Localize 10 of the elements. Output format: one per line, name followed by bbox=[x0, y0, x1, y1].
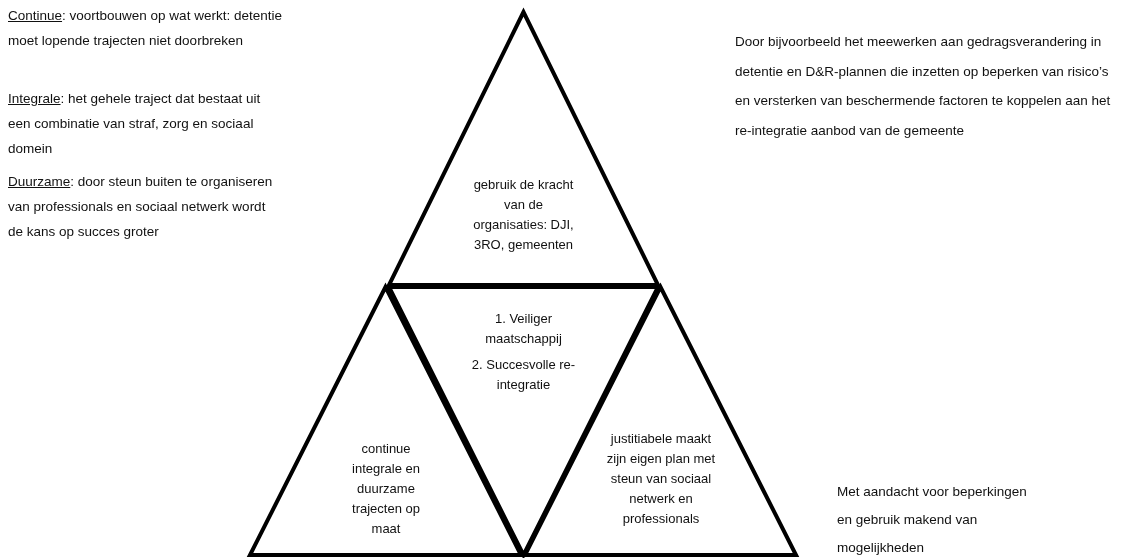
triangle-text: continue integrale en duurzame trajecten op maat bbox=[351, 440, 421, 538]
note-text: Duurzame: door steun buiten te organiseren van professionals en sociaal netwerk wordt de kans op succes groter bbox=[8, 173, 274, 241]
triangle-text: 2. Succesvolle re-integratie bbox=[470, 356, 577, 394]
triangle-text: 1. Veiliger maatschappij bbox=[484, 310, 563, 348]
note-text: Door bijvoorbeeld het meewerken aan gedragsverandering in detentie en D&R-plannen die inzetten op beperken van risico’s en versterken van beschermende factoren te koppelen aan het re-integratie aanbod van de gemeente bbox=[735, 33, 1112, 140]
note-text: Integrale: het gehele traject dat bestaat uit een combinatie van straf, zorg en sociaal domein bbox=[8, 90, 262, 158]
note-text: Met aandacht voor beperkingen en gebruik makend van mogelijkheden bbox=[837, 483, 1028, 557]
note-text: Continue: voortbouwen op wat werkt: detentie moet lopende trajecten niet doorbreken bbox=[8, 7, 283, 50]
triangle-text: gebruik de kracht van de organisaties: DJI, 3RO, gemeenten bbox=[472, 176, 575, 254]
triangle-text: justitiabele maakt zijn eigen plan met steun van sociaal netwerk en professionals bbox=[605, 430, 717, 528]
